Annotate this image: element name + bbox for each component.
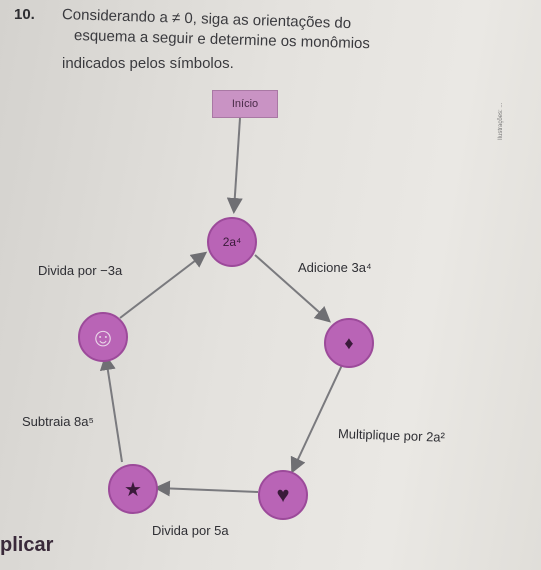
start-box: Início [212, 90, 278, 118]
node-top-label: 2a⁴ [222, 235, 242, 249]
arrow-top-to-diamond [254, 254, 331, 323]
arrow-diamond-to-heart [290, 364, 343, 474]
side-credit: Ilustrações: ... [498, 102, 504, 140]
node-smiley: ☺ [78, 312, 128, 362]
diamond-icon: ♦ [344, 332, 354, 353]
question-number: 10. [14, 6, 35, 23]
arrow-smiley-to-top [119, 251, 208, 319]
node-diamond: ♦ [324, 318, 374, 368]
heart-icon: ♥ [276, 482, 290, 507]
label-divide-3a: Divida por −3a [38, 263, 123, 278]
arrow-heart-to-star [154, 480, 259, 497]
arrow-start-to-top [226, 117, 243, 214]
label-add: Adicione 3a⁴ [298, 260, 372, 275]
smiley-icon: ☺ [89, 321, 117, 352]
star-icon: ★ [124, 478, 142, 501]
node-heart: ♥ [258, 470, 308, 520]
node-star: ★ [108, 464, 158, 514]
node-top: 2a⁴ [207, 217, 257, 267]
label-divide-5a: Divida por 5a [152, 523, 229, 538]
question-line-3: indicados pelos símbolos. [62, 55, 234, 72]
bottom-fragment: plicar [0, 534, 54, 556]
arrow-star-to-smiley [99, 354, 123, 463]
label-subtract: Subtraia 8a⁵ [22, 414, 94, 429]
